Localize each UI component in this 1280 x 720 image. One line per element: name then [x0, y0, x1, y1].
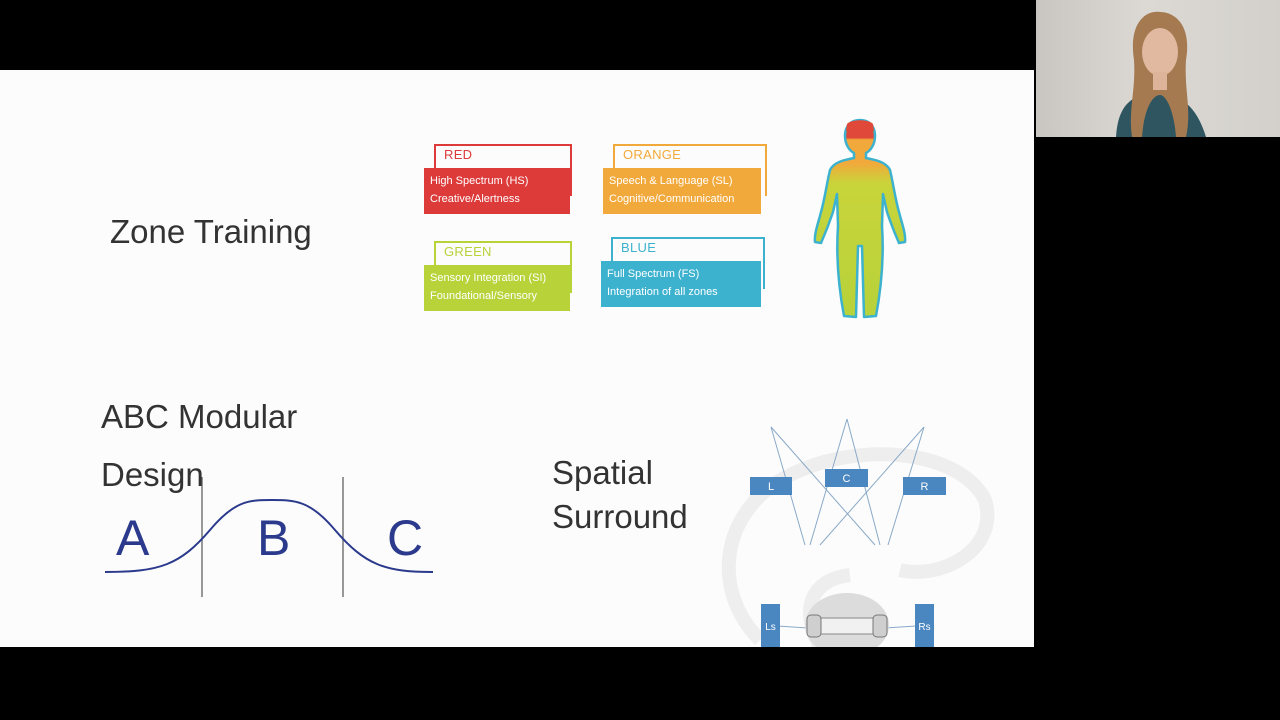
zone-card-red: RED High Spectrum (HS) Creative/Alertnes…: [424, 144, 574, 214]
zone-training-heading: Zone Training: [110, 213, 312, 250]
zone-line2: Integration of all zones: [607, 286, 718, 298]
letter-b: B: [257, 510, 290, 566]
abc-curve-diagram: A B C: [104, 477, 434, 597]
zone-line2: Foundational/Sensory: [430, 290, 538, 302]
watermark-swirl: [721, 447, 995, 645]
body-zones-figure: [813, 118, 907, 319]
svg-text:Ls: Ls: [765, 622, 776, 633]
speaker-rs: Rs: [915, 604, 934, 647]
zone-card-green: GREEN Sensory Integration (SI) Foundatio…: [424, 241, 574, 311]
speaker-l: L: [750, 477, 792, 495]
bell-curve: [104, 498, 434, 573]
zone-fill: High Spectrum (HS) Creative/Alertness: [424, 168, 570, 214]
zone-line1: Full Spectrum (FS): [607, 268, 700, 280]
zone-tag: RED: [444, 147, 473, 162]
zone-card-blue: BLUE Full Spectrum (FS) Integration of a…: [601, 237, 765, 307]
presentation-slide: Zone Training RED High Spectrum (HS) Cre…: [0, 70, 1034, 647]
zone-line1: Sensory Integration (SI): [430, 272, 547, 284]
letter-c: C: [387, 510, 423, 566]
zone-line1: Speech & Language (SL): [609, 175, 733, 187]
svg-text:C: C: [843, 473, 851, 485]
zone-line1: High Spectrum (HS): [430, 175, 529, 187]
zone-tag: ORANGE: [623, 147, 682, 162]
presenter-webcam: [1036, 0, 1280, 137]
speaker-r: R: [903, 477, 946, 495]
zone-card-orange: ORANGE Speech & Language (SL) Cognitive/…: [603, 144, 767, 214]
spatial-heading-line1: Spatial: [552, 454, 653, 491]
zone-fill: Full Spectrum (FS) Integration of all zo…: [601, 261, 761, 307]
svg-text:L: L: [768, 481, 774, 493]
svg-text:R: R: [921, 481, 929, 493]
abc-heading-line1: ABC Modular: [101, 398, 298, 435]
zone-fill: Sensory Integration (SI) Foundational/Se…: [424, 265, 570, 311]
spatial-heading-line2: Surround: [552, 498, 688, 535]
zone-line2: Cognitive/Communication: [609, 193, 735, 205]
surround-diagram: L C R Ls Rs: [721, 418, 995, 647]
speaker-c: C: [825, 469, 868, 487]
head-red-zone: [846, 120, 874, 131]
presenter-avatar: [1116, 11, 1206, 137]
abc-heading-line2: Design: [101, 456, 204, 493]
speaker-ls: Ls: [761, 604, 780, 647]
svg-text:Rs: Rs: [918, 622, 930, 633]
zone-line2: Creative/Alertness: [430, 193, 520, 205]
letter-a: A: [116, 510, 150, 566]
zone-fill: Speech & Language (SL) Cognitive/Communi…: [603, 168, 761, 214]
zone-tag: BLUE: [621, 240, 657, 255]
zone-tag: GREEN: [444, 244, 492, 259]
